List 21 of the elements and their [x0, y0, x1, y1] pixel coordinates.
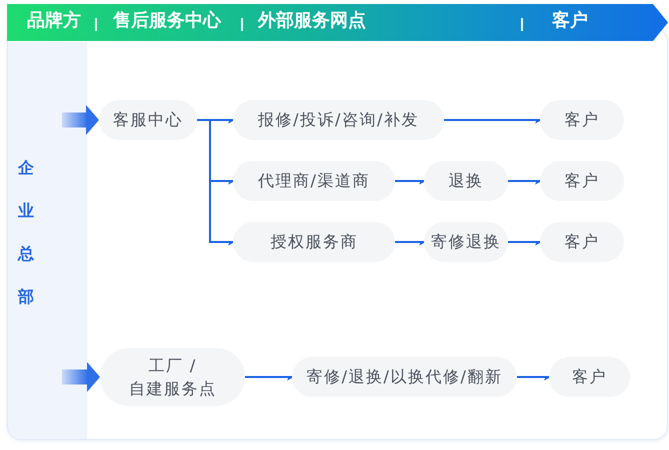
- header-label: 品牌方: [27, 10, 81, 32]
- pill-box: 工厂 / 自建服务点: [100, 348, 245, 406]
- header-label: 客户: [552, 10, 588, 32]
- block-arrow: [62, 105, 99, 135]
- pill-box: 客服中心: [99, 100, 197, 140]
- pill-box: 客户: [540, 161, 624, 201]
- pill-box: 退换: [424, 161, 508, 201]
- header-label: 外部服务网点: [258, 10, 366, 32]
- vertical-label: 企业总部: [18, 157, 35, 308]
- pill-box: 客户: [540, 100, 624, 140]
- header-banner: [7, 4, 668, 41]
- pill-box: 客户: [549, 357, 630, 397]
- pill-box: 寄修退换: [424, 222, 508, 262]
- pill-box: 客户: [540, 222, 624, 262]
- side-panel: [8, 42, 87, 439]
- pill-box: 寄修/退换/以换代修/翻新: [292, 357, 517, 397]
- pill-box: 授权服务商: [233, 222, 395, 262]
- pill-box: 代理商/渠道商: [233, 161, 395, 201]
- header-label: 售后服务中心: [113, 10, 221, 32]
- block-arrow: [62, 362, 100, 392]
- pill-box: 报修/投诉/咨询/补发: [233, 100, 444, 140]
